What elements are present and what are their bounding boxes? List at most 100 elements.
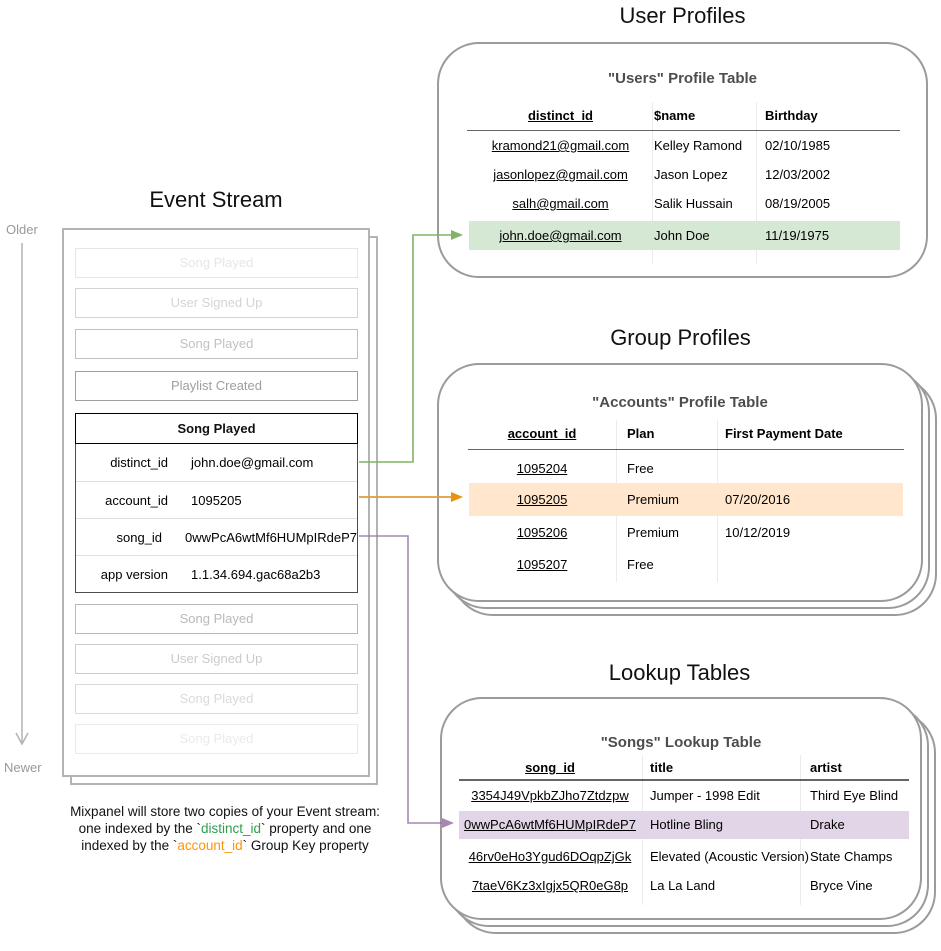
cell-title: Hotline Bling: [650, 817, 723, 832]
cell-plan: Free: [627, 557, 654, 572]
cell-title: Elevated (Acoustic Version): [650, 849, 809, 864]
event-row: Playlist Created: [75, 371, 358, 401]
event-stream-container: Song Played User Signed Up Song Played P…: [62, 228, 370, 777]
caption-text: ` Group Key property: [242, 838, 369, 853]
table-row-highlighted: 1095205 Premium 07/20/2016: [469, 483, 903, 516]
column-header-song-id: song_id: [525, 760, 575, 775]
caption-text: ` property and one: [261, 821, 372, 836]
event-property-account-id: account_id 1095205: [76, 481, 357, 518]
event-row: User Signed Up: [75, 288, 358, 318]
cell-plan: Premium: [627, 525, 680, 540]
event-property-app-version: app version 1.1.34.694.gac68a2b3: [76, 555, 357, 592]
cell-song-id: 0wwPcA6wtMf6HUMpIRdeP7: [464, 817, 636, 832]
event-row: Song Played: [75, 724, 358, 754]
event-row: User Signed Up: [75, 644, 358, 674]
property-value: 1095205: [191, 492, 242, 508]
footnote-caption: Mixpanel will store two copies of your E…: [25, 803, 425, 854]
cell-artist: State Champs: [810, 849, 893, 864]
table-row-highlighted: 0wwPcA6wtMf6HUMpIRdeP7 Hotline Bling Dra…: [459, 811, 909, 839]
property-key: account_id: [105, 492, 168, 508]
property-value: 0wwPcA6wtMf6HUMpIRdeP7: [185, 529, 357, 545]
cell-birthday: 12/03/2002: [765, 167, 831, 182]
cell-first-payment-date: 10/12/2019: [725, 525, 791, 540]
newer-label: Newer: [4, 760, 42, 775]
accounts-table-title: "Accounts" Profile Table: [592, 394, 768, 411]
cell-song-id: 3354J49VpkbZJho7Ztdzpw: [471, 788, 629, 803]
property-value: 1.1.34.694.gac68a2b3: [191, 566, 321, 582]
cell-name: Jason Lopez: [654, 167, 728, 182]
cell-first-payment-date: 07/20/2016: [725, 492, 791, 507]
column-separator: [652, 102, 653, 264]
cell-song-id: 7taeV6Kz3xIgjx5QR0eG8p: [471, 878, 629, 893]
column-header-account-id: account_id: [507, 426, 577, 441]
column-header-first-payment-date: First Payment Date: [725, 426, 843, 441]
table-row: 1095204 Free: [469, 454, 903, 483]
event-property-distinct-id: distinct_id john.doe@gmail.com: [76, 444, 357, 481]
lookup-tables-title: Lookup Tables: [608, 660, 751, 685]
cell-name: Salik Hussain: [654, 196, 733, 211]
cell-account-id: 1095205: [516, 492, 568, 507]
property-key: distinct_id: [110, 455, 168, 470]
cell-artist: Bryce Vine: [810, 878, 873, 893]
table-row: 1095207 Free: [469, 550, 903, 580]
caption-account-id: account_id: [177, 838, 243, 853]
table-row: kramond21@gmail.com Kelley Ramond 02/10/…: [469, 132, 900, 160]
caption-line-3: indexed by the `account_id` Group Key pr…: [25, 837, 425, 854]
cell-title: Jumper - 1998 Edit: [650, 788, 760, 803]
accounts-profile-card: "Accounts" Profile Table account_id Plan…: [437, 363, 923, 602]
table-row-highlighted: john.doe@gmail.com John Doe 11/19/1975: [469, 221, 900, 250]
users-table-title: "Users" Profile Table: [608, 70, 757, 87]
cell-distinct-id: kramond21@gmail.com: [491, 138, 630, 153]
songs-table-title: "Songs" Lookup Table: [600, 734, 762, 751]
user-profiles-title: User Profiles: [619, 3, 746, 28]
column-header-artist: artist: [810, 760, 842, 775]
column-separator: [756, 102, 757, 264]
cell-account-id: 1095204: [516, 461, 568, 476]
expanded-event-card: Song Played distinct_id john.doe@gmail.c…: [75, 413, 358, 593]
header-rule: [468, 449, 904, 450]
caption-line-2: one indexed by the `distinct_id` propert…: [25, 820, 425, 837]
event-row: Song Played: [75, 604, 358, 634]
table-row: salh@gmail.com Salik Hussain 08/19/2005: [469, 190, 900, 218]
songs-lookup-card: "Songs" Lookup Table song_id title artis…: [440, 697, 922, 920]
table-row: 1095206 Premium 10/12/2019: [469, 518, 903, 548]
caption-line-1: Mixpanel will store two copies of your E…: [70, 804, 380, 819]
event-stream-title: Event Stream: [149, 187, 283, 212]
column-header-birthday: Birthday: [765, 108, 818, 123]
cell-artist: Drake: [810, 817, 845, 832]
header-rule: [467, 130, 900, 131]
table-row: 3354J49VpkbZJho7Ztdzpw Jumper - 1998 Edi…: [459, 782, 909, 810]
expanded-event-properties: distinct_id john.doe@gmail.com account_i…: [75, 444, 358, 593]
cell-birthday: 02/10/1985: [765, 138, 831, 153]
cell-distinct-id: jasonlopez@gmail.com: [493, 167, 628, 182]
cell-birthday: 08/19/2005: [765, 196, 831, 211]
cell-account-id: 1095206: [516, 525, 568, 540]
cell-plan: Free: [627, 461, 654, 476]
property-key: song_id: [116, 529, 163, 545]
cell-plan: Premium: [627, 492, 680, 507]
cell-account-id: 1095207: [516, 557, 568, 572]
cell-artist: Third Eye Blind: [810, 788, 899, 803]
older-label: Older: [6, 222, 38, 237]
column-header-title: title: [650, 760, 674, 775]
expanded-event-title: Song Played: [75, 413, 358, 444]
caption-text: indexed by the `: [81, 838, 178, 853]
event-row: Song Played: [75, 248, 358, 278]
timeline-arrow: [15, 243, 29, 746]
table-row: 7taeV6Kz3xIgjx5QR0eG8p La La Land Bryce …: [459, 872, 909, 900]
header-rule: [459, 779, 909, 781]
cell-title: La La Land: [650, 878, 716, 893]
column-header-plan: Plan: [627, 426, 655, 441]
event-property-song-id: song_id 0wwPcA6wtMf6HUMpIRdeP7: [76, 518, 357, 555]
table-row: jasonlopez@gmail.com Jason Lopez 12/03/2…: [469, 161, 900, 189]
event-row: Song Played: [75, 329, 358, 359]
cell-distinct-id: salh@gmail.com: [512, 196, 609, 211]
column-header-distinct-id: distinct_id: [527, 108, 593, 123]
users-profile-card: "Users" Profile Table distinct_id $name …: [437, 42, 928, 278]
cell-name: John Doe: [654, 228, 710, 243]
property-key: app version: [100, 566, 168, 582]
caption-text: one indexed by the `: [78, 821, 201, 836]
column-header-name: $name: [654, 108, 696, 123]
cell-birthday: 11/19/1975: [765, 228, 830, 243]
